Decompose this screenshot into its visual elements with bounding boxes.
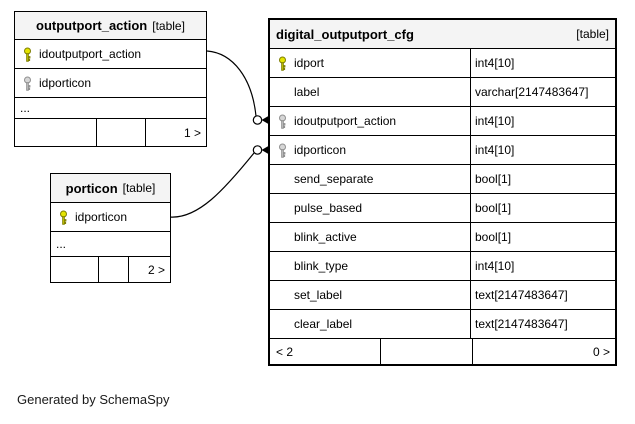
footer-outbound-count: 0 > (472, 339, 615, 364)
column-type: int4[10] (470, 136, 615, 164)
column-type: int4[10] (470, 252, 615, 280)
foreign-key-icon (15, 76, 39, 91)
table-tag: [table] (122, 181, 156, 195)
column-name: idoutputport_action (294, 114, 397, 128)
column-type: bool[1] (470, 165, 615, 193)
primary-key-icon (51, 210, 75, 225)
column-type: text[2147483647] (470, 310, 615, 338)
table-row: set_label text[2147483647] (270, 280, 615, 309)
table-node-porticon[interactable]: porticon [table] idporticon ... 2 > (50, 173, 171, 283)
column-name: set_label (294, 288, 343, 302)
arrowhead-icon (261, 146, 268, 154)
column-name: pulse_based (294, 201, 363, 215)
footer-cell (98, 257, 128, 282)
footer-cell (380, 339, 472, 364)
column-type: text[2147483647] (470, 281, 615, 309)
primary-key-icon (270, 56, 294, 71)
table-title[interactable]: digital_outputport_cfg (276, 26, 414, 42)
footer-outbound-count: 1 > (145, 119, 206, 146)
table-header[interactable]: digital_outputport_cfg [table] (270, 20, 615, 48)
cardinality-circle-icon (252, 145, 263, 155)
more-columns-ellipsis: ... (15, 97, 206, 118)
column-name: send_separate (294, 172, 374, 186)
generated-by-note: Generated by SchemaSpy (17, 392, 170, 407)
footer-cell (15, 119, 96, 146)
table-footer: 2 > (51, 256, 170, 282)
footer-cell (96, 119, 145, 146)
column-name: label (294, 85, 320, 99)
table-footer: 1 > (15, 118, 206, 146)
table-row: blink_active bool[1] (270, 222, 615, 251)
table-row: send_separate bool[1] (270, 164, 615, 193)
foreign-key-icon (270, 114, 294, 129)
table-row: idoutputport_action int4[10] (270, 106, 615, 135)
column-type: bool[1] (470, 223, 615, 251)
column-name: idoutputport_action (39, 47, 142, 61)
table-title[interactable]: outputport_action (36, 18, 148, 33)
table-header[interactable]: outputport_action [table] (15, 12, 206, 39)
table-row: label varchar[2147483647] (270, 77, 615, 106)
footer-outbound-count: 2 > (128, 257, 170, 282)
more-columns-ellipsis: ... (51, 231, 170, 256)
column-type: int4[10] (470, 107, 615, 135)
column-name: idporticon (39, 76, 92, 90)
column-type: varchar[2147483647] (470, 78, 615, 106)
table-title[interactable]: porticon (65, 180, 118, 196)
column-name: idport (294, 56, 325, 70)
relationship-edge-outputport-action (206, 50, 268, 125)
table-tag: [table] (576, 27, 609, 41)
table-row: idoutputport_action (15, 39, 206, 68)
footer-cell (51, 257, 98, 282)
footer-inbound-count: < 2 (276, 344, 294, 359)
column-name: clear_label (294, 317, 353, 331)
table-tag: [table] (152, 18, 185, 33)
table-node-digital-outputport-cfg[interactable]: digital_outputport_cfg [table] idport in… (268, 18, 617, 366)
table-row: idport int4[10] (270, 48, 615, 77)
table-row: pulse_based bool[1] (270, 193, 615, 222)
table-header[interactable]: porticon [table] (51, 174, 170, 202)
table-row: idporticon (15, 68, 206, 97)
arrowhead-icon (261, 116, 268, 124)
column-type: int4[10] (470, 49, 615, 77)
foreign-key-icon (270, 143, 294, 158)
table-node-outputport-action[interactable]: outputport_action [table] idoutputport_a… (14, 11, 207, 147)
column-name: blink_type (294, 259, 349, 273)
column-type: bool[1] (470, 194, 615, 222)
column-name: blink_active (294, 230, 357, 244)
column-name: idporticon (294, 143, 347, 157)
table-footer: < 2 0 > (270, 338, 615, 364)
table-row: idporticon (51, 202, 170, 231)
relationship-edge-porticon (169, 145, 268, 218)
column-name: idporticon (75, 210, 128, 224)
cardinality-circle-icon (252, 115, 263, 125)
table-row: idporticon int4[10] (270, 135, 615, 164)
table-row: clear_label text[2147483647] (270, 309, 615, 338)
table-row: blink_type int4[10] (270, 251, 615, 280)
primary-key-icon (15, 47, 39, 62)
